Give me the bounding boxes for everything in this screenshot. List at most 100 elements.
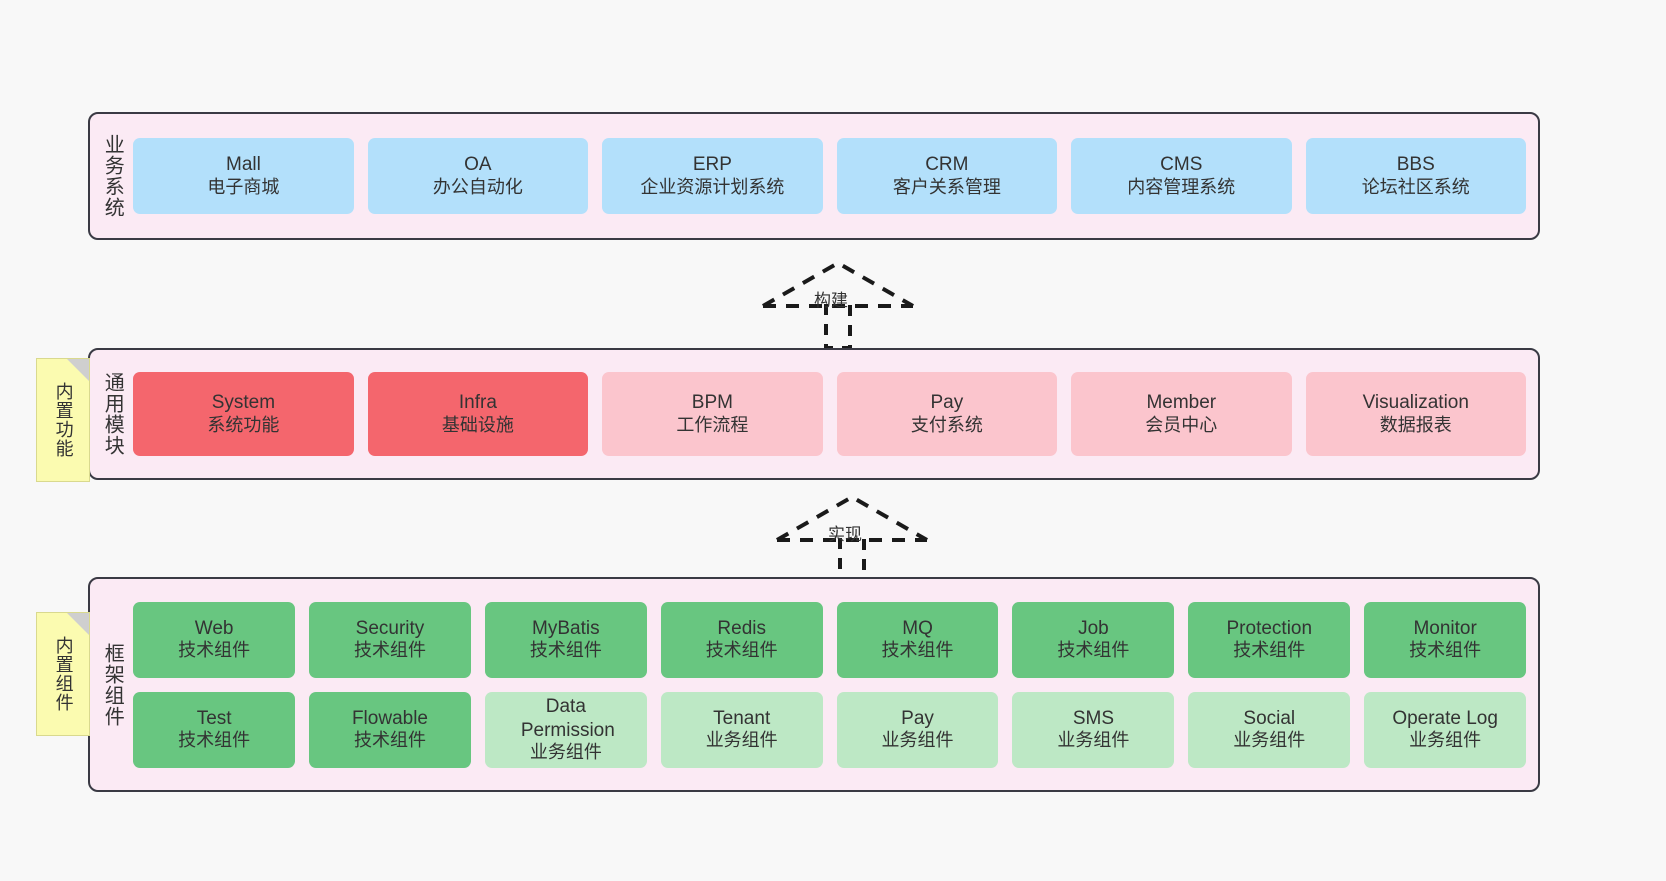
layer-business-systems-label: 业务系统 [101, 134, 124, 218]
box-mybatis-title: MyBatis [532, 617, 600, 639]
box-web[interactable]: Web 技术组件 [133, 601, 296, 678]
connector-implement-arrow-icon [776, 494, 928, 582]
box-pay-module[interactable]: Pay 支付系统 [836, 372, 1058, 456]
box-monitor-subtitle: 技术组件 [1409, 640, 1482, 661]
box-cms[interactable]: CMS 内容管理系统 [1071, 138, 1292, 214]
layer-business-systems: 业务系统 Mall 电子商城 OA 办公自动化 ERP 企业资源计划系统 CRM… [88, 112, 1540, 240]
box-visualization[interactable]: Visualization 数据报表 [1305, 372, 1526, 456]
box-operate-log-title: Operate Log [1392, 707, 1498, 729]
box-social-title: Social [1243, 707, 1296, 729]
box-redis-subtitle: 技术组件 [705, 640, 778, 661]
box-pay-component-title: Pay [901, 707, 934, 729]
box-cms-title: CMS [1160, 154, 1203, 176]
box-erp[interactable]: ERP 企业资源计划系统 [602, 138, 823, 214]
box-monitor[interactable]: Monitor 技术组件 [1364, 601, 1527, 678]
box-monitor-title: Monitor [1413, 617, 1477, 639]
box-protection-subtitle: 技术组件 [1233, 640, 1306, 661]
box-mall-subtitle: 电子商城 [207, 176, 280, 197]
box-social[interactable]: Social 业务组件 [1188, 691, 1351, 768]
box-erp-title: ERP [692, 154, 732, 176]
box-operate-log[interactable]: Operate Log 业务组件 [1364, 691, 1527, 768]
layer-framework-components: 框架组件 Web 技术组件 Security 技术组件 MyBatis 技术组件… [88, 577, 1540, 792]
box-security[interactable]: Security 技术组件 [309, 601, 471, 678]
layer-common-modules: 通用模块 System 系统功能 Infra 基础设施 BPM 工作流程 Pay… [88, 348, 1540, 480]
note-fold-corner-icon [67, 613, 89, 635]
box-mall-title: Mall [226, 154, 261, 176]
connector-implement: 实现 [772, 492, 932, 582]
framework-row-tech: Web 技术组件 Security 技术组件 MyBatis 技术组件 Redi… [133, 601, 1527, 678]
box-oa[interactable]: OA 办公自动化 [367, 138, 589, 214]
box-sms[interactable]: SMS 业务组件 [1012, 691, 1175, 768]
note-builtin-components-text: 内置组件 [53, 636, 74, 712]
box-infra[interactable]: Infra 基础设施 [367, 372, 589, 456]
box-mq[interactable]: MQ 技术组件 [836, 601, 999, 678]
box-crm-subtitle: 客户关系管理 [892, 176, 1001, 197]
box-security-title: Security [355, 617, 425, 639]
box-member[interactable]: Member 会员中心 [1071, 372, 1292, 456]
box-pay-component[interactable]: Pay 业务组件 [836, 691, 999, 768]
box-flowable-subtitle: 技术组件 [353, 730, 426, 751]
box-oa-subtitle: 办公自动化 [432, 176, 523, 197]
box-bbs-subtitle: 论坛社区系统 [1361, 176, 1470, 197]
layer-common-modules-label: 通用模块 [101, 372, 124, 456]
box-crm-title: CRM [925, 154, 969, 176]
layer-common-modules-body: System 系统功能 Infra 基础设施 BPM 工作流程 Pay 支付系统… [129, 350, 1538, 478]
box-protection-title: Protection [1226, 617, 1313, 639]
box-mybatis-subtitle: 技术组件 [529, 640, 602, 661]
box-infra-subtitle: 基础设施 [441, 414, 514, 435]
box-flowable[interactable]: Flowable 技术组件 [309, 691, 471, 768]
box-tenant-title: Tenant [713, 707, 771, 729]
box-tenant-subtitle: 业务组件 [705, 730, 778, 751]
note-builtin-components: 内置组件 [36, 612, 90, 736]
box-pay-module-subtitle: 支付系统 [910, 414, 983, 435]
box-test-title: Test [196, 707, 232, 729]
box-redis[interactable]: Redis 技术组件 [660, 601, 823, 678]
box-test-subtitle: 技术组件 [178, 730, 251, 751]
layer-framework-components-body: Web 技术组件 Security 技术组件 MyBatis 技术组件 Redi… [129, 579, 1538, 790]
box-job-title: Job [1078, 617, 1109, 639]
box-data-permission-title: Data Permission [520, 696, 615, 741]
box-data-permission[interactable]: Data Permission 业务组件 [484, 691, 647, 768]
note-builtin-features-text: 内置功能 [53, 382, 74, 458]
box-member-subtitle: 会员中心 [1145, 414, 1218, 435]
box-social-subtitle: 业务组件 [1233, 730, 1306, 751]
box-system[interactable]: System 系统功能 [133, 372, 354, 456]
box-visualization-subtitle: 数据报表 [1379, 414, 1452, 435]
note-fold-corner-icon [67, 359, 89, 381]
box-mq-subtitle: 技术组件 [881, 640, 954, 661]
box-security-subtitle: 技术组件 [353, 640, 426, 661]
box-infra-title: Infra [458, 392, 497, 414]
connector-build-arrow-icon [762, 260, 914, 348]
box-job-subtitle: 技术组件 [1057, 640, 1130, 661]
box-bbs[interactable]: BBS 论坛社区系统 [1305, 138, 1526, 214]
box-redis-title: Redis [717, 617, 766, 639]
box-bpm-title: BPM [691, 392, 733, 414]
connector-build: 构建 [758, 258, 918, 348]
box-sms-title: SMS [1072, 707, 1114, 729]
layer-business-systems-body: Mall 电子商城 OA 办公自动化 ERP 企业资源计划系统 CRM 客户关系… [129, 114, 1538, 238]
box-job[interactable]: Job 技术组件 [1012, 601, 1175, 678]
box-mybatis[interactable]: MyBatis 技术组件 [484, 601, 647, 678]
box-protection[interactable]: Protection 技术组件 [1188, 601, 1351, 678]
box-bpm-subtitle: 工作流程 [676, 414, 749, 435]
box-mq-title: MQ [902, 617, 933, 639]
connector-implement-label: 实现 [828, 525, 862, 544]
box-test[interactable]: Test 技术组件 [133, 691, 296, 768]
box-system-subtitle: 系统功能 [207, 414, 280, 435]
box-bpm[interactable]: BPM 工作流程 [602, 372, 823, 456]
box-crm[interactable]: CRM 客户关系管理 [836, 138, 1058, 214]
box-bbs-title: BBS [1396, 154, 1435, 176]
box-oa-title: OA [464, 154, 492, 176]
box-web-subtitle: 技术组件 [178, 640, 251, 661]
framework-row-business: Test 技术组件 Flowable 技术组件 Data Permission … [133, 691, 1527, 768]
box-visualization-title: Visualization [1362, 392, 1469, 414]
box-mall[interactable]: Mall 电子商城 [133, 138, 354, 214]
box-data-permission-subtitle: 业务组件 [529, 741, 602, 762]
box-operate-log-subtitle: 业务组件 [1409, 730, 1482, 751]
box-pay-component-subtitle: 业务组件 [881, 730, 954, 751]
box-tenant[interactable]: Tenant 业务组件 [660, 691, 823, 768]
box-erp-subtitle: 企业资源计划系统 [640, 176, 785, 197]
connector-build-label: 构建 [814, 291, 848, 310]
note-builtin-features: 内置功能 [36, 358, 90, 482]
